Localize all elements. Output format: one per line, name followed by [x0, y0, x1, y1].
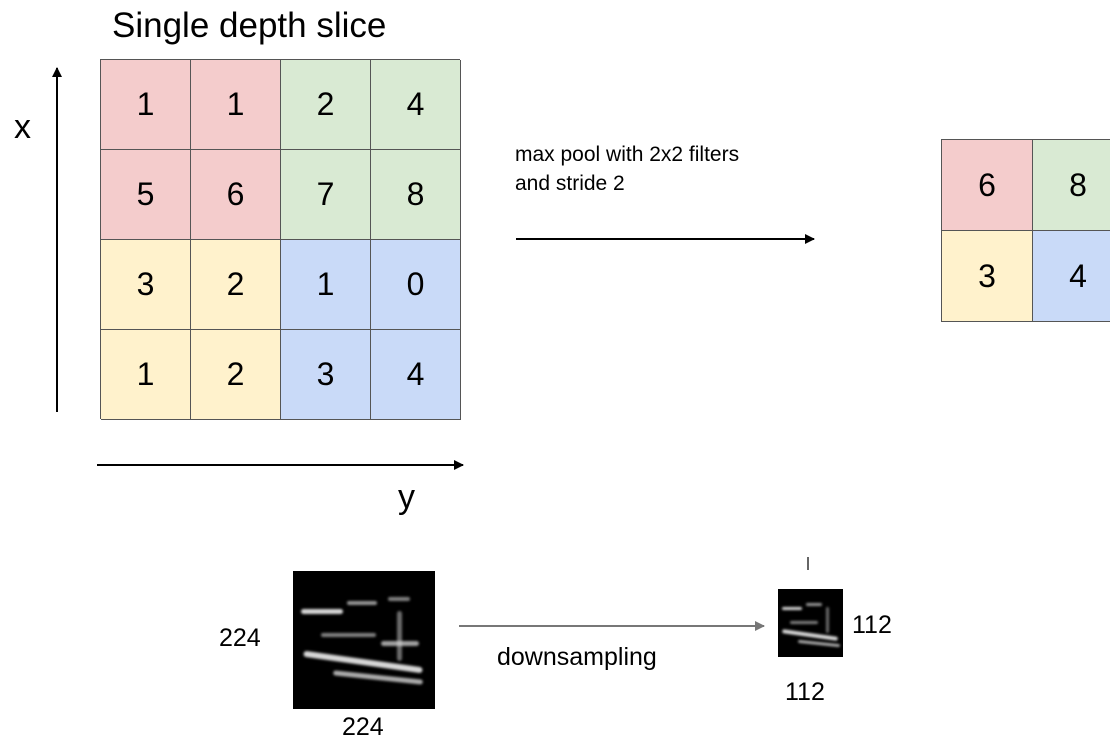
y-axis-label: y [398, 478, 415, 516]
small-map-height-label: 112 [852, 611, 892, 639]
output-grid-cell-0-0: 6 [942, 140, 1033, 231]
input-grid-cell-0-2: 2 [281, 60, 371, 150]
large-map-height-label: 224 [219, 624, 261, 652]
input-grid-cell-1-0: 5 [101, 150, 191, 240]
input-grid-cell-0-1: 1 [191, 60, 281, 150]
input-grid-cell-0-3: 4 [371, 60, 461, 150]
input-grid-cell-2-1: 2 [191, 240, 281, 330]
input-grid-cell-3-0: 1 [101, 330, 191, 420]
input-grid-cell-2-3: 0 [371, 240, 461, 330]
input-grid-cell-1-1: 6 [191, 150, 281, 240]
input-grid-cell-2-2: 1 [281, 240, 371, 330]
small-map-width-label: 112 [785, 678, 825, 706]
x-axis-label: x [14, 108, 31, 146]
large-map-width-label: 224 [342, 713, 384, 741]
caption-line-1: max pool with 2x2 filters [515, 143, 740, 166]
large-feature-map-image [293, 571, 435, 709]
diagram-title: Single depth slice [112, 6, 387, 45]
input-grid-cell-1-3: 8 [371, 150, 461, 240]
input-grid-cell-1-2: 7 [281, 150, 371, 240]
input-grid-cell-3-3: 4 [371, 330, 461, 420]
caption-line-2: and stride 2 [515, 172, 625, 195]
output-grid-cell-0-1: 8 [1033, 140, 1110, 231]
input-grid-cell-3-1: 2 [191, 330, 281, 420]
output-grid-cell-1-1: 4 [1033, 231, 1110, 322]
max-pool-caption: max pool with 2x2 filters and stride 2 [515, 140, 739, 198]
small-feature-map-image [778, 589, 843, 657]
input-grid-cell-0-0: 1 [101, 60, 191, 150]
input-grid-cell-2-0: 3 [101, 240, 191, 330]
output-grid-cell-1-0: 3 [942, 231, 1033, 322]
input-grid-cell-3-2: 3 [281, 330, 371, 420]
downsampling-label: downsampling [497, 643, 657, 671]
